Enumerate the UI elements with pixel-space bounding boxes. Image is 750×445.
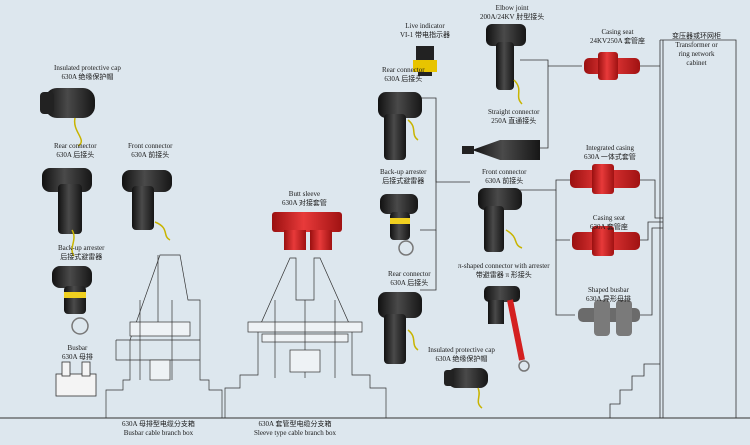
rear-connector-left	[42, 168, 92, 257]
insulated-cap-left	[40, 88, 95, 147]
straight-connector	[462, 140, 540, 160]
pi-connector	[484, 286, 530, 372]
busbar-branch-box-drawing	[105, 254, 223, 418]
rear-connector-mid	[378, 92, 422, 160]
shaped-busbar	[578, 300, 640, 336]
front-connector-mid	[478, 188, 523, 252]
rear-connector-low	[378, 292, 422, 364]
live-indicator	[413, 46, 437, 76]
butt-sleeve	[272, 212, 342, 250]
busbar-left	[55, 361, 97, 397]
casing-seat-mid	[572, 226, 640, 256]
integrated-casing	[570, 164, 640, 194]
casing-seat-top	[584, 52, 640, 80]
backup-arrester-mid	[380, 194, 418, 256]
connection-lines	[420, 59, 663, 316]
label-cabinet: 变压器或环网柜 Transformer or ring network cabi…	[672, 32, 721, 67]
sleeve-branch-box-drawing	[224, 257, 387, 418]
elbow-joint	[486, 24, 526, 105]
backup-arrester-left	[52, 266, 92, 335]
cabinet-drawing	[609, 39, 737, 418]
insulated-cap-low	[444, 368, 488, 409]
front-connector-left	[122, 170, 172, 241]
